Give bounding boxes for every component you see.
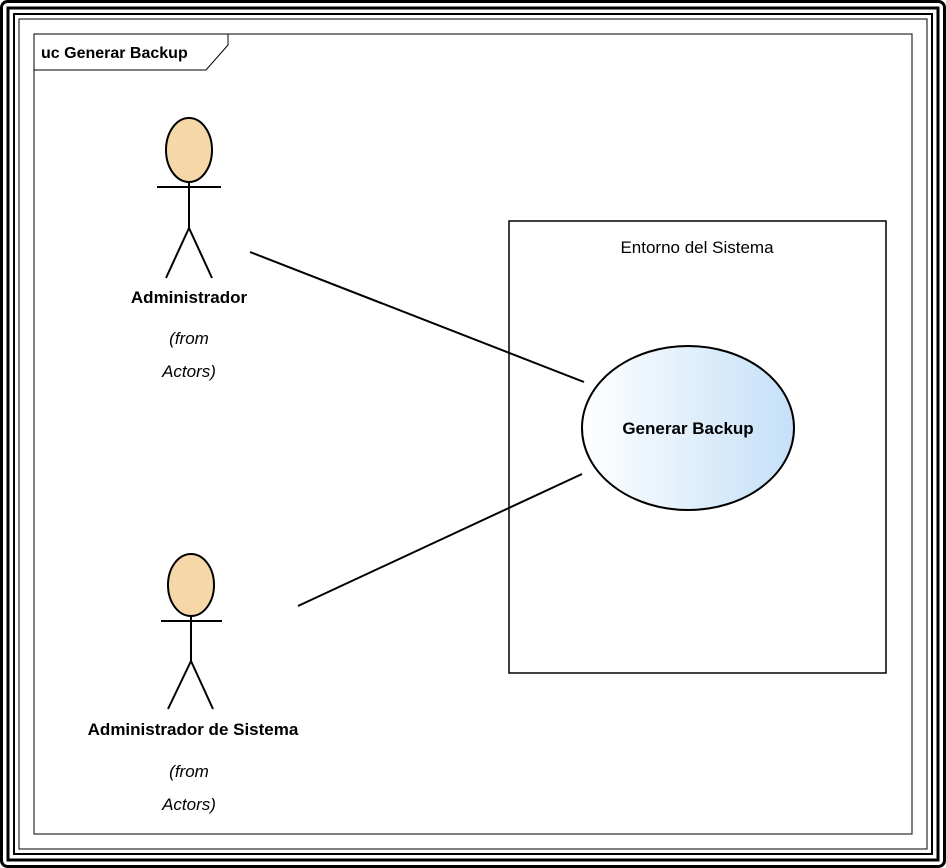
actor-icon bbox=[161, 553, 222, 710]
actor-name: Administrador bbox=[131, 288, 248, 307]
frame-title-tab: uc Generar Backup bbox=[33, 33, 229, 71]
use-case-generar-backup[interactable]: Generar Backup bbox=[581, 345, 795, 511]
system-boundary-label: Entorno del Sistema bbox=[620, 238, 774, 257]
actor-from-line1: (from bbox=[169, 762, 209, 781]
actor-administrador-de-sistema[interactable]: Administrador de Sistema (from Actors) bbox=[88, 553, 299, 814]
association-administrador-de-sistema[interactable] bbox=[297, 473, 583, 607]
actor-icon bbox=[157, 117, 221, 279]
use-case-label: Generar Backup bbox=[622, 419, 753, 438]
actor-administrador[interactable]: Administrador (from Actors) bbox=[131, 117, 248, 381]
actor-from-line1: (from bbox=[169, 329, 209, 348]
association-administrador[interactable] bbox=[249, 251, 585, 383]
use-case-ellipse[interactable] bbox=[581, 345, 795, 511]
frame-title: uc Generar Backup bbox=[41, 45, 188, 62]
actor-from-line2: Actors) bbox=[161, 362, 216, 381]
actor-from-line2: Actors) bbox=[161, 795, 216, 814]
actor-name: Administrador de Sistema bbox=[88, 720, 299, 739]
